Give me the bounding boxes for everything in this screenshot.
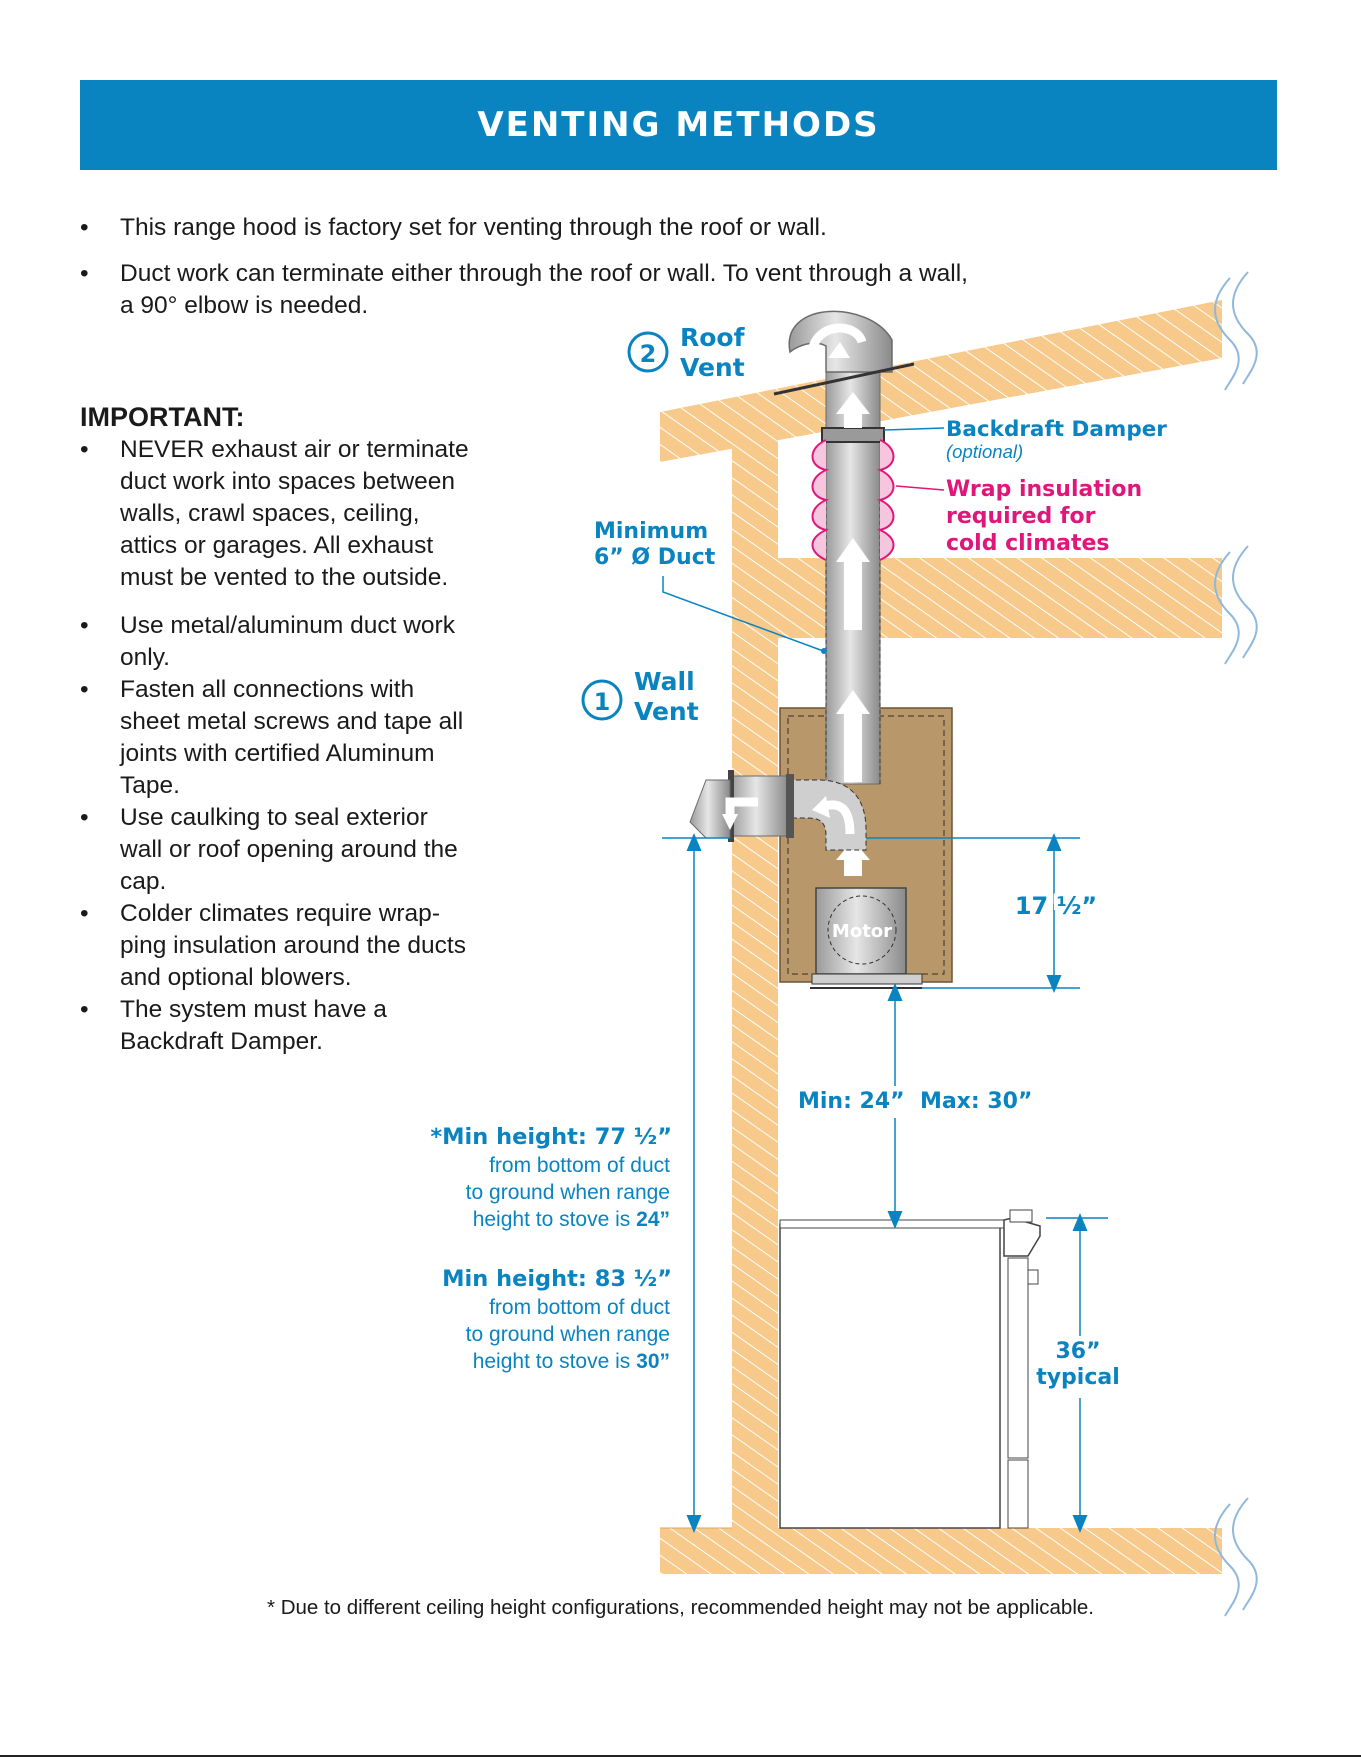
bullet-dot: • [80, 900, 89, 927]
title-banner: VENTING METHODS [80, 80, 1277, 170]
duct-label-2: 6” Ø Duct [594, 545, 716, 570]
insulation-wrap [811, 439, 895, 561]
dim-hood-label: 17 ½” [1015, 892, 1097, 920]
roof-structure [660, 300, 1222, 462]
duct-label-1: Minimum [594, 519, 708, 544]
important-item-line: Use metal/aluminum duct work [120, 612, 455, 639]
svg-text:Min height: 83 ½”: Min height: 83 ½” [442, 1266, 672, 1292]
motor-label: Motor [832, 921, 892, 942]
wall-cap [689, 779, 731, 839]
svg-text:Wall: Wall [634, 667, 695, 696]
min-height-block-1: *Min height: 77 ½” from bottom of duct t… [430, 1124, 672, 1231]
roof-cap [788, 310, 893, 373]
important-item-line: Backdraft Damper. [120, 1028, 323, 1055]
bullet-dot: • [80, 612, 89, 639]
important-item-line: ping insulation around the ducts [120, 932, 466, 959]
bullet-dot: • [80, 676, 89, 703]
damper-label: Backdraft Damper [946, 417, 1167, 442]
svg-text:2: 2 [640, 340, 657, 368]
intro-text-2a: Duct work can terminate either through t… [120, 260, 968, 287]
intro-text-1: This range hood is factory set for venti… [120, 214, 827, 241]
insulation-label-2: required for [946, 504, 1096, 529]
bullet-dot: • [80, 996, 89, 1023]
important-item-line: cap. [120, 868, 167, 895]
elbow-duct [779, 779, 867, 851]
damper-optional: (optional) [946, 441, 1023, 462]
important-item-line: Tape. [120, 772, 180, 799]
svg-text:Roof: Roof [680, 323, 746, 352]
important-heading: IMPORTANT: [80, 402, 245, 432]
bullet-dot: • [80, 260, 89, 287]
exterior-wall [732, 440, 778, 1570]
important-item-line: Colder climates require wrap- [120, 900, 440, 927]
svg-text:Vent: Vent [634, 697, 699, 726]
break-marks [1214, 271, 1258, 1617]
svg-text:to ground when range: to ground when range [466, 1181, 670, 1204]
dim-range-label-2: typical [1036, 1365, 1120, 1390]
svg-text:1: 1 [594, 688, 611, 716]
dim-range-label-1: 36” [1055, 1339, 1100, 1364]
insulation-label-3: cold climates [946, 531, 1110, 556]
svg-text:Vent: Vent [680, 353, 745, 382]
airflow-arrows [836, 392, 870, 876]
svg-text:from bottom of duct: from bottom of duct [489, 1154, 670, 1177]
range-backguard [1003, 1217, 1041, 1257]
svg-text:from bottom of duct: from bottom of duct [489, 1296, 670, 1319]
bullet-dot: • [80, 804, 89, 831]
svg-text:*Min height: 77 ½”: *Min height: 77 ½” [430, 1124, 672, 1150]
footnote: * Due to different ceiling height config… [267, 1596, 1094, 1619]
range-body [779, 1223, 1001, 1529]
dimension-lines [662, 833, 1108, 1533]
important-item-line: wall or roof opening around the [120, 836, 458, 863]
important-item-line: sheet metal screws and tape all [120, 708, 464, 735]
important-item-line: only. [120, 644, 170, 671]
floor-structure [660, 1528, 1222, 1574]
intro-text-2b: a 90° elbow is needed. [120, 292, 369, 319]
backdraft-damper [821, 427, 885, 443]
important-item-line: The system must have a [120, 996, 387, 1023]
svg-text:to ground when range: to ground when range [466, 1323, 670, 1346]
svg-text:height to stove is 30”: height to stove is 30” [473, 1350, 670, 1373]
important-item-line: must be vented to the outside. [120, 564, 449, 591]
important-item-line: walls, crawl spaces, ceiling, [120, 500, 420, 527]
important-item-line: Fasten all connections with [120, 676, 415, 703]
min-height-block-2: Min height: 83 ½” from bottom of duct to… [442, 1266, 672, 1373]
important-item-line: NEVER exhaust air or terminate [120, 436, 469, 463]
insulation-label-1: Wrap insulation [946, 477, 1142, 502]
important-item-line: duct work into spaces between [120, 468, 456, 495]
motor-housing [815, 887, 907, 975]
important-item-line: and optional blowers. [120, 964, 352, 991]
page-title: VENTING METHODS [477, 105, 880, 145]
important-item-line: Use caulking to seal exterior [120, 804, 428, 831]
important-item-line: attics or garages. All exhaust [120, 532, 434, 559]
roof-airflow-arrow [807, 323, 867, 354]
roof-vent-label: 2 Roof Vent [627, 323, 746, 382]
page-bottom-rule [0, 1755, 1361, 1757]
bullet-dot: • [80, 436, 89, 463]
wall-vent-label: 1 Wall Vent [581, 667, 699, 726]
bullet-dot: • [80, 214, 89, 241]
dim-clearance-label: Min: 24” Max: 30” [798, 1089, 1032, 1114]
svg-text:height to stove is 24”: height to stove is 24” [473, 1208, 670, 1231]
important-item-line: joints with certified Aluminum [120, 740, 435, 767]
